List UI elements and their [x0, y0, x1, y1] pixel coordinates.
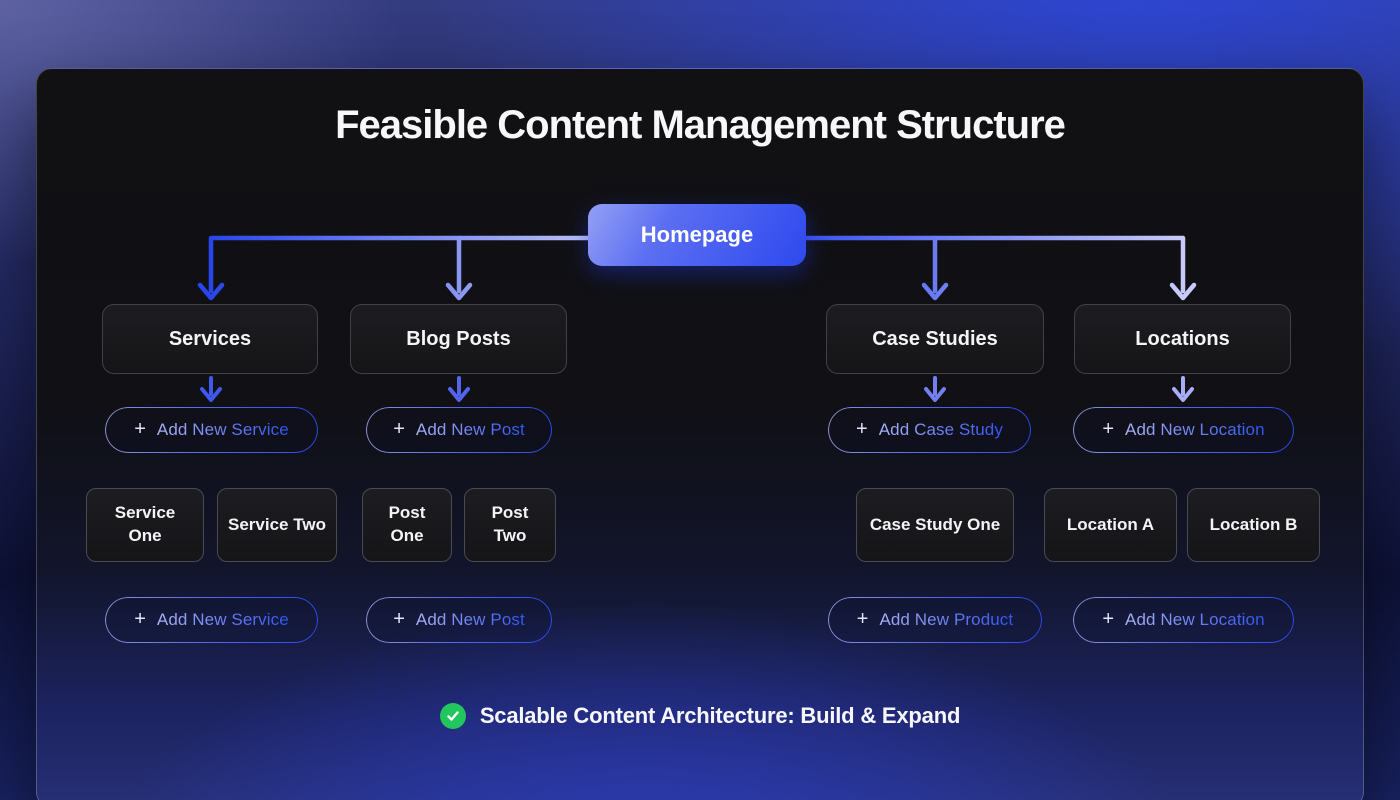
- plus-icon: +: [1102, 418, 1115, 440]
- add-button-label: Add New Post: [415, 420, 525, 439]
- node-label: Post Two: [491, 503, 529, 545]
- check-circle-icon: [439, 703, 466, 729]
- add-new-post-button-bottom[interactable]: + Add New Post: [366, 597, 552, 643]
- arrowhead-locations-add-icon: [1172, 387, 1194, 402]
- arrowhead-blog-add-icon: [448, 387, 470, 402]
- add-button-label: Add New Product: [879, 610, 1014, 629]
- plus-icon: +: [134, 418, 146, 440]
- node-post-two: Post Two: [464, 488, 556, 562]
- node-case-studies: Case Studies: [826, 304, 1044, 374]
- node-post-one: Post One: [362, 488, 452, 562]
- add-button-label: Add New Location: [1125, 420, 1265, 439]
- node-label: Case Study One: [869, 514, 1001, 534]
- node-homepage[interactable]: Homepage: [588, 204, 806, 266]
- node-label: Location B: [1209, 514, 1298, 534]
- node-label: Service Two: [228, 514, 326, 534]
- add-button-label: Add New Service: [156, 420, 289, 439]
- node-case-study-one: Case Study One: [856, 488, 1014, 562]
- add-new-service-button-bottom[interactable]: + Add New Service: [105, 597, 318, 643]
- plus-icon: +: [1102, 608, 1115, 630]
- add-button-label: Add New Post: [415, 610, 525, 629]
- node-homepage-label: Homepage: [640, 222, 754, 247]
- add-button-label: Add New Service: [156, 610, 289, 629]
- footer-text: Scalable Content Architecture: Build & E…: [479, 703, 961, 728]
- node-label: Service One: [114, 503, 176, 545]
- node-service-one: Service One: [86, 488, 204, 562]
- node-label: Post One: [388, 503, 426, 545]
- add-button-label: Add Case Study: [878, 420, 1003, 439]
- node-label: Location A: [1066, 514, 1155, 534]
- node-blog-posts-label: Blog Posts: [406, 327, 511, 350]
- plus-icon: +: [134, 608, 146, 630]
- add-button-label: Add New Location: [1125, 610, 1265, 629]
- add-new-post-button-top[interactable]: + Add New Post: [366, 407, 552, 453]
- add-new-product-button[interactable]: + Add New Product: [828, 597, 1042, 643]
- plus-icon: +: [393, 418, 405, 440]
- node-services-label: Services: [168, 327, 252, 350]
- node-location-b: Location B: [1187, 488, 1320, 562]
- connector-right-trunk: [803, 235, 1186, 294]
- arrowhead-services-icon: [197, 282, 225, 301]
- node-service-two: Service Two: [217, 488, 337, 562]
- node-locations: Locations: [1074, 304, 1291, 374]
- node-blog-posts: Blog Posts: [350, 304, 567, 374]
- node-location-a: Location A: [1044, 488, 1177, 562]
- main-card: Feasible Content Management Structure: [36, 68, 1364, 800]
- add-new-service-button-top[interactable]: + Add New Service: [105, 407, 318, 453]
- add-new-location-button-bottom[interactable]: + Add New Location: [1073, 597, 1294, 643]
- arrowhead-services-add-icon: [200, 387, 222, 402]
- arrowhead-case-add-icon: [924, 387, 946, 402]
- arrowhead-blog-icon: [445, 282, 473, 301]
- plus-icon: +: [393, 608, 405, 630]
- add-case-study-button[interactable]: + Add Case Study: [828, 407, 1031, 453]
- footer-tagline: Scalable Content Architecture: Build & E…: [37, 703, 1363, 729]
- add-new-location-button-top[interactable]: + Add New Location: [1073, 407, 1294, 453]
- page-title: Feasible Content Management Structure: [335, 103, 1066, 147]
- arrowhead-locations-icon: [1169, 282, 1197, 301]
- arrowhead-case-icon: [921, 282, 949, 301]
- connector-left-trunk: [208, 235, 591, 294]
- node-services: Services: [102, 304, 318, 374]
- plus-icon: +: [856, 608, 869, 630]
- plus-icon: +: [856, 418, 868, 440]
- node-locations-label: Locations: [1135, 327, 1230, 350]
- node-case-studies-label: Case Studies: [872, 327, 998, 350]
